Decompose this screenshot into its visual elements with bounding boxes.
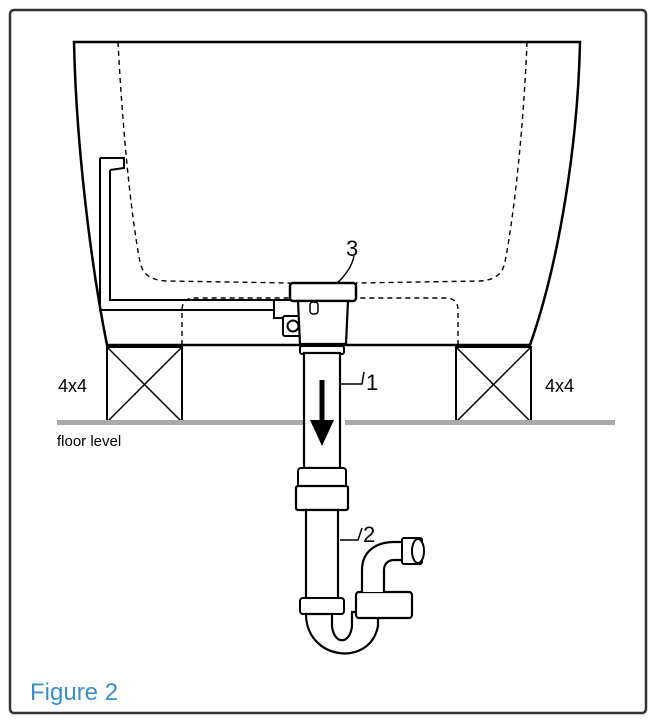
callout-3-label: 3 xyxy=(346,236,358,261)
p-trap-bend xyxy=(304,610,380,655)
drain-flange xyxy=(288,281,358,303)
slip-nut-upper xyxy=(294,484,350,512)
border xyxy=(8,8,648,715)
basin-dash-right xyxy=(355,41,528,284)
trap-arm xyxy=(360,540,406,592)
drain-body xyxy=(296,299,350,346)
tub-shell xyxy=(72,40,582,347)
basin-dash-left xyxy=(117,41,291,284)
slip-nut-left xyxy=(299,597,345,615)
figure-caption: Figure 2 xyxy=(30,679,118,706)
callout-1-line xyxy=(340,371,365,385)
drain-slot xyxy=(309,301,319,315)
overflow-pipe-outer xyxy=(99,158,278,311)
p-trap-vertical xyxy=(304,508,340,604)
skirt-dash-right xyxy=(356,297,459,345)
floor-level-label: floor level xyxy=(57,433,121,450)
callout-2-label: 2 xyxy=(363,522,375,547)
trap-arm-opening xyxy=(411,538,425,564)
slip-nut-right xyxy=(354,590,414,620)
support-right-label: 4x4 xyxy=(545,376,574,396)
floor-right xyxy=(345,420,615,425)
floor-left xyxy=(57,420,303,425)
overflow-elbow xyxy=(100,157,125,171)
callout-3-line xyxy=(335,255,355,285)
overflow-pipe-inner xyxy=(109,170,278,301)
callout-2-line xyxy=(340,527,363,541)
skirt-dash-left xyxy=(181,297,290,345)
support-left-label: 4x4 xyxy=(58,376,87,396)
callout-1-label: 1 xyxy=(366,370,378,395)
flow-arrow-head xyxy=(310,420,334,446)
